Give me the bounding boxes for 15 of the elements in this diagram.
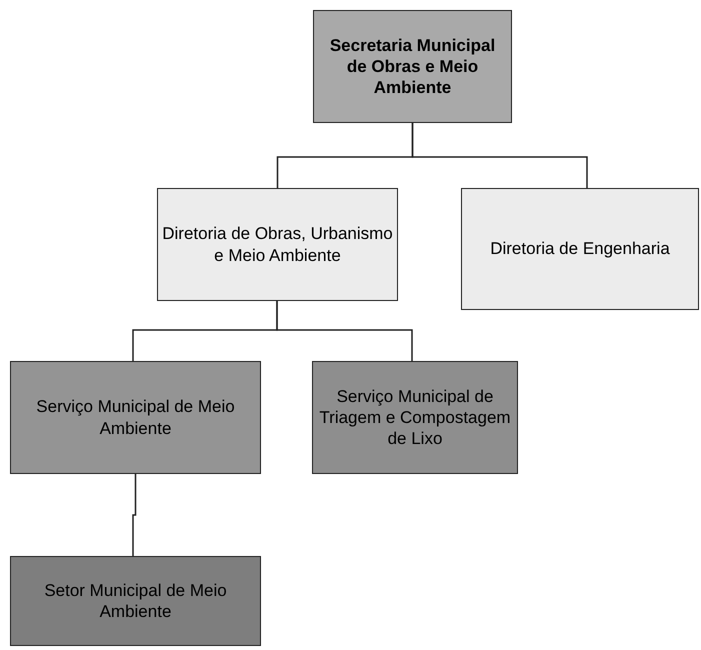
org-unit-box <box>157 188 398 301</box>
unit-name: Setor Municipal de Meio Ambiente <box>43 580 228 622</box>
unit-name: Diretoria de Obras, Urbanismo e Meio Ambiente <box>162 223 393 266</box>
connector-line <box>276 301 413 361</box>
org-unit-box <box>313 10 512 123</box>
unit-name: Diretoria de Engenharia <box>490 238 670 260</box>
org-unit-box <box>461 188 699 310</box>
org-unit-box <box>312 361 518 474</box>
org-unit-box <box>10 361 261 474</box>
connector-line <box>412 123 588 188</box>
unit-name: Secretaria Municipal de Obras e Meio Ambiente <box>328 34 496 98</box>
unit-name: Serviço Municipal de Meio Ambiente <box>35 396 236 439</box>
unit-name: Serviço Municipal de Triagem e Compostagem de Lixo <box>318 386 512 450</box>
connector-line <box>132 474 136 556</box>
org-unit-box <box>10 556 261 646</box>
